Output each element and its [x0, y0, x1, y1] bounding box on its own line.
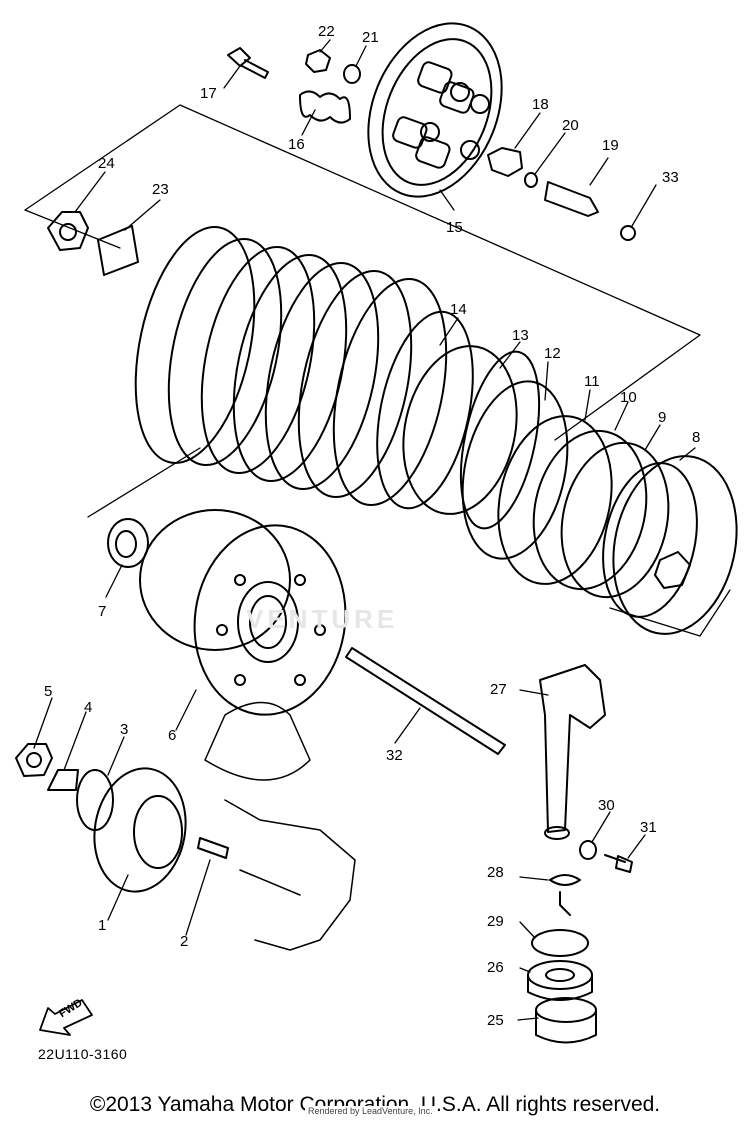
pressure-plate	[367, 22, 503, 198]
callout-25[interactable]: 25	[487, 1012, 504, 1029]
callout-14[interactable]: 14	[450, 301, 467, 318]
callout-12[interactable]: 12	[544, 345, 561, 362]
callout-10[interactable]: 10	[620, 389, 637, 406]
diagram-code: 22U110-3160	[38, 1046, 128, 1062]
nut-24	[47, 211, 89, 251]
lower-frame	[87, 447, 201, 518]
nut-18	[487, 147, 523, 177]
washer-29	[531, 929, 589, 957]
washer-21	[343, 64, 361, 84]
callout-26[interactable]: 26	[487, 959, 504, 976]
callout-4[interactable]: 4	[84, 699, 93, 716]
screw-31	[604, 854, 633, 873]
callout-7[interactable]: 7	[98, 603, 107, 620]
plate-10	[532, 429, 648, 591]
pushrod-32	[345, 647, 506, 755]
callout-6[interactable]: 6	[168, 727, 177, 744]
bearing-26	[527, 960, 593, 1001]
callout-15[interactable]: 15	[446, 219, 463, 236]
callout-18[interactable]: 18	[532, 96, 549, 113]
fwd-arrow-icon	[39, 999, 93, 1036]
callout-24[interactable]: 24	[98, 155, 115, 172]
callout-19[interactable]: 19	[602, 137, 619, 154]
callout-22[interactable]: 22	[318, 23, 335, 40]
clutch-boss-8	[602, 455, 738, 635]
callout-30[interactable]: 30	[598, 797, 615, 814]
crankshaft-outline	[204, 701, 356, 951]
lockwasher-23	[97, 225, 139, 276]
callout-32[interactable]: 32	[386, 747, 403, 764]
callout-1[interactable]: 1	[98, 917, 107, 934]
spring-28	[549, 874, 581, 916]
callout-23[interactable]: 23	[152, 181, 169, 198]
washer-30	[579, 840, 597, 860]
seal-25	[535, 997, 597, 1044]
callout-2[interactable]: 2	[180, 933, 189, 950]
nut-22	[305, 49, 331, 73]
lockwasher-4	[47, 769, 79, 791]
plate-11	[497, 415, 613, 585]
callout-20[interactable]: 20	[562, 117, 579, 134]
copyright-notice: ©2013 Yamaha Motor Corporation, U.S.A. A…	[89, 1093, 661, 1116]
callout-13[interactable]: 13	[512, 327, 529, 344]
callout-21[interactable]: 21	[362, 29, 379, 46]
callout-17[interactable]: 17	[200, 85, 217, 102]
callout-8[interactable]: 8	[692, 429, 701, 446]
upper-frame-left	[24, 209, 121, 249]
plate-12	[461, 380, 569, 560]
plate-9	[560, 441, 670, 599]
callout-3[interactable]: 3	[120, 721, 129, 738]
ball-33	[620, 225, 636, 241]
callout-31[interactable]: 31	[640, 819, 657, 836]
nut-5	[15, 743, 53, 777]
push-lever-27	[539, 664, 606, 840]
callout-27[interactable]: 27	[490, 681, 507, 698]
callout-28[interactable]: 28	[487, 864, 504, 881]
key-2	[197, 837, 229, 859]
callout-5[interactable]: 5	[44, 683, 53, 700]
callout-29[interactable]: 29	[487, 913, 504, 930]
ring-20	[524, 172, 538, 188]
primary-drive-gear-1	[93, 767, 187, 893]
lockwasher-7	[107, 518, 149, 568]
callout-11[interactable]: 11	[584, 373, 600, 390]
clutch-housing-6	[139, 509, 347, 716]
callout-16[interactable]: 16	[288, 136, 305, 153]
clutch-plate-stack	[134, 226, 541, 530]
spring-16	[299, 90, 351, 124]
bolt-17	[227, 47, 269, 79]
rendered-by-note: Rendered by LeadVenture, Inc.	[305, 1106, 436, 1116]
watermark: VENTURE	[246, 604, 399, 634]
upper-frame	[24, 104, 701, 441]
pushrod-19	[544, 181, 599, 217]
callout-33[interactable]: 33	[662, 169, 679, 186]
callout-9[interactable]: 9	[658, 409, 667, 426]
leader-lines	[33, 39, 696, 1021]
